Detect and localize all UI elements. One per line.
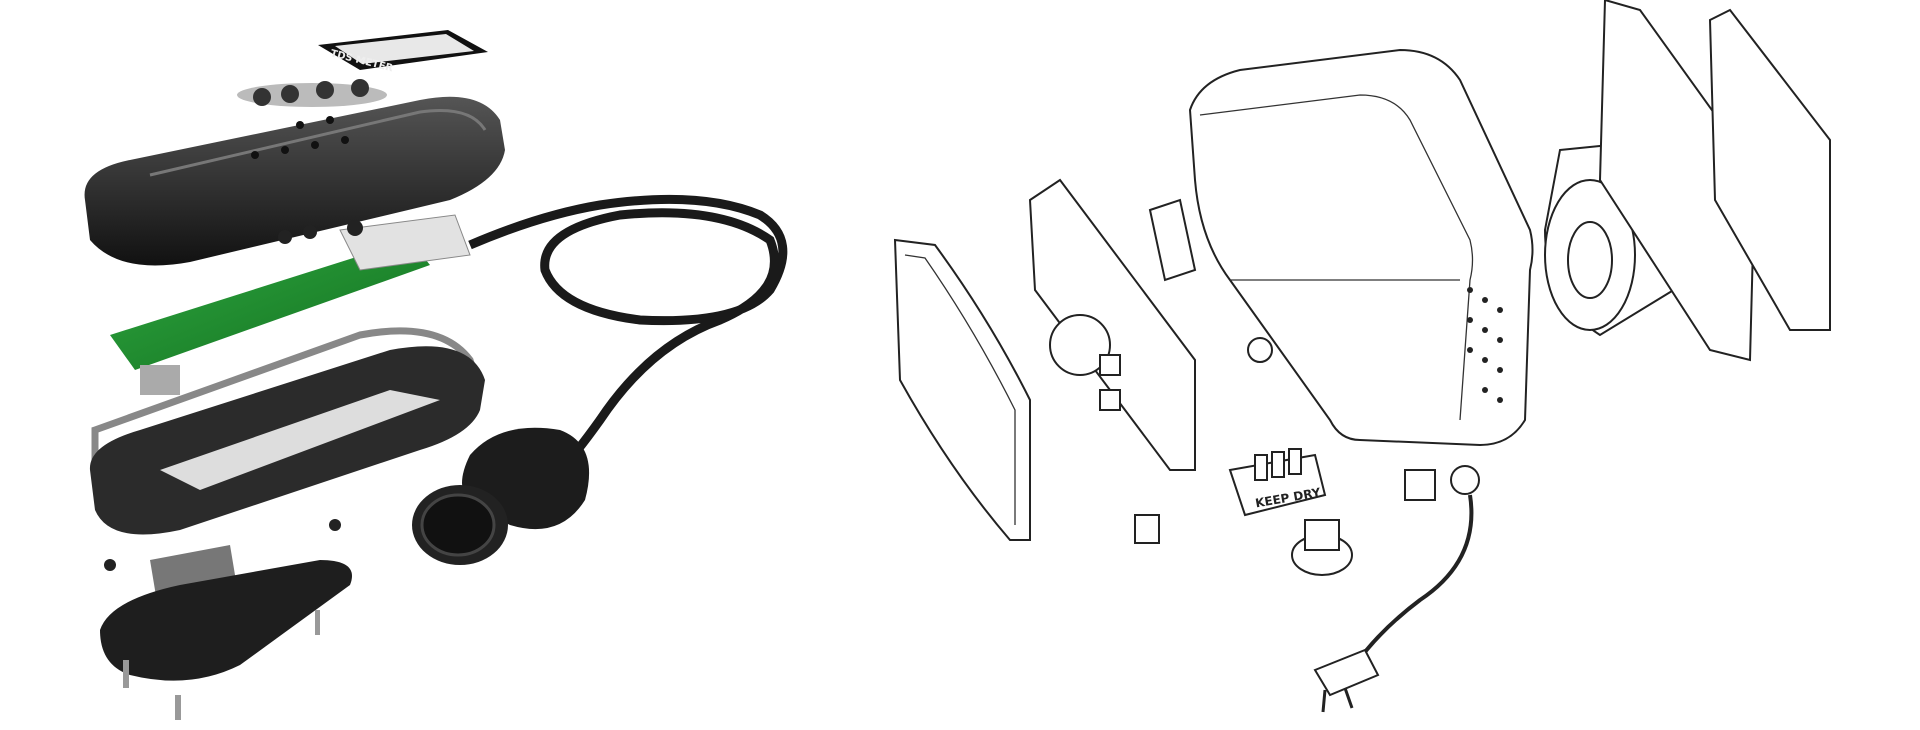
keypad-buttons xyxy=(237,79,387,107)
tds-meter-exploded-view: TDS METER xyxy=(84,30,788,720)
gear-button-icon xyxy=(351,79,369,97)
top-cover xyxy=(84,96,505,266)
bottom-housing xyxy=(89,346,485,535)
small-parts xyxy=(1134,337,1480,576)
appliance-exploded-view: KEEP DRY xyxy=(893,0,1831,713)
power-button-icon xyxy=(253,88,271,106)
mounting-brackets xyxy=(1598,0,1831,362)
vent-holes xyxy=(1467,287,1503,403)
nut xyxy=(1134,514,1160,544)
front-bezel xyxy=(893,238,1031,541)
cross-button-icon xyxy=(316,81,334,99)
timer-panel xyxy=(1028,178,1196,471)
pcb-board xyxy=(110,214,471,395)
probe-connector xyxy=(412,427,590,565)
screws xyxy=(104,519,341,720)
bottom-plate xyxy=(100,560,352,681)
power-plug-cord xyxy=(1313,494,1474,713)
main-housing xyxy=(1188,48,1534,447)
label-plate xyxy=(339,214,471,271)
circuit-board xyxy=(1148,198,1197,282)
terminal-block: KEEP DRY xyxy=(1228,448,1327,517)
screen-window: TDS METER xyxy=(318,30,488,74)
probe-cable xyxy=(468,194,788,474)
minus-button-icon xyxy=(281,85,299,103)
